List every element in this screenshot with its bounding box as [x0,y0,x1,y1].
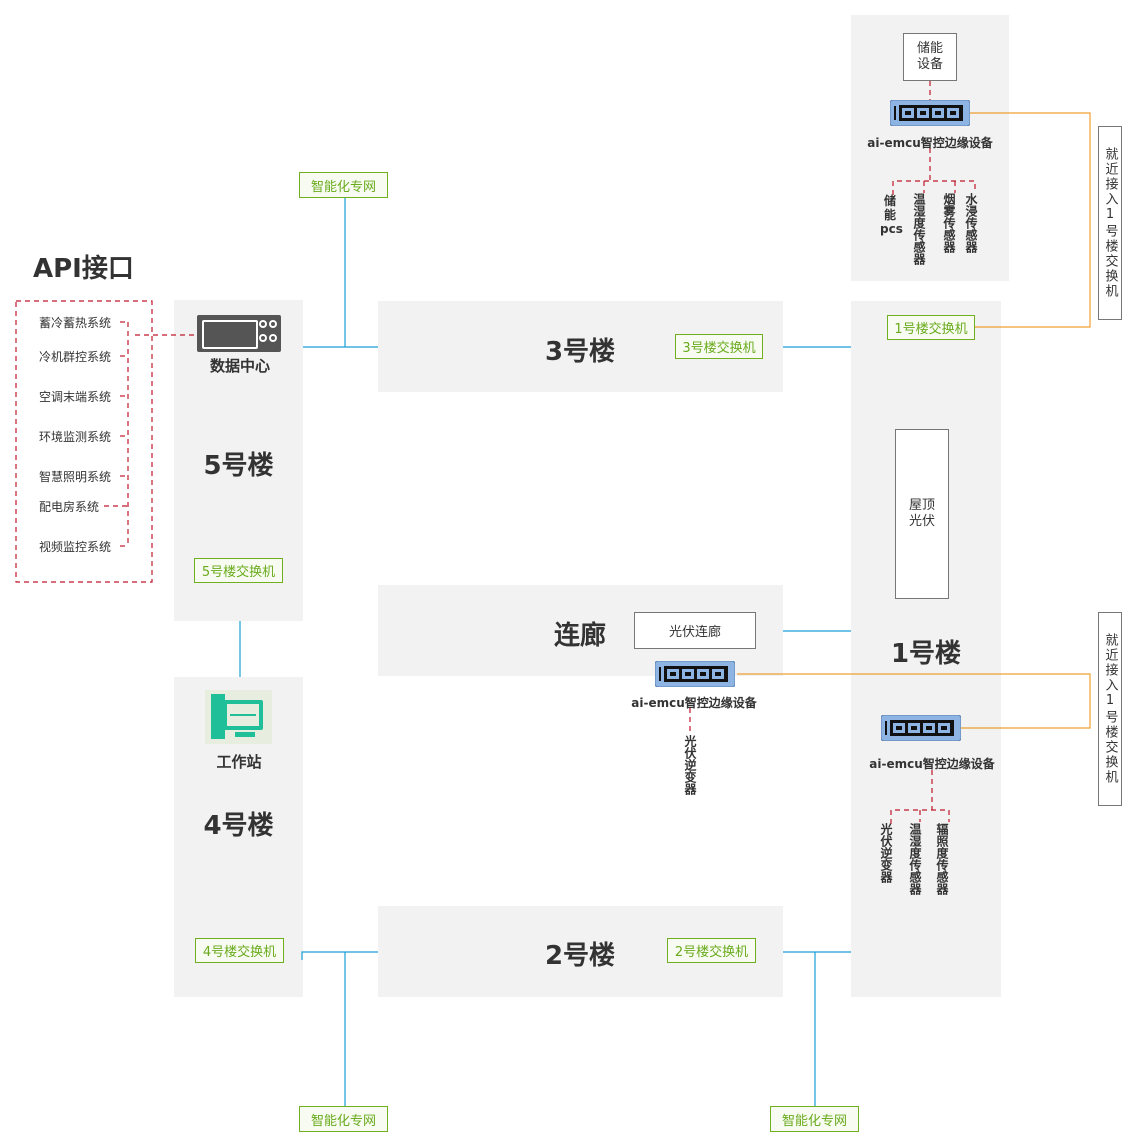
api-item: 配电房系统 [39,500,100,514]
building-4-name: 4号楼 [203,811,274,841]
api-item: 视频监控系统 [39,540,112,554]
side-note-bottom: 就近接入1号楼交换机 [1098,612,1122,806]
switch-1[interactable]: 1号楼交换机 [887,315,975,340]
emcu-device-icon [889,99,971,127]
emcu-label: ai-emcu智控边缘设备 [869,757,995,771]
api-item: 环境监测系统 [39,430,112,444]
rooftop-pv-box: 屋顶光伏 [895,429,949,599]
api-group-border [15,300,153,583]
network-label-bottom-right: 智能化专网 [770,1106,859,1132]
building-5-name: 5号楼 [203,451,274,481]
emcu-device-icon [880,714,962,742]
emcu-label: ai-emcu智控边缘设备 [867,136,993,150]
net-line [301,951,378,960]
building-1 [851,301,1001,997]
data-center-icon [197,315,281,352]
switch-2[interactable]: 2号楼交换机 [667,938,756,963]
sensor-label: 温湿度传感器 [908,823,922,895]
side-note-top: 就近接入1号楼交换机 [1098,126,1122,320]
sensor-label: 温湿度传感器 [912,193,926,265]
network-label-bottom-left: 智能化专网 [299,1106,388,1132]
building-1-name: 1号楼 [890,639,962,669]
storage-device-label: 储能设备 [916,41,943,72]
uplink-line [737,673,1091,729]
switch-5[interactable]: 5号楼交换机 [194,558,283,583]
network-label-top: 智能化专网 [299,172,388,198]
data-center-label: 数据中心 [209,357,270,375]
corridor-name: 连廊 [553,621,606,651]
building-2-name: 2号楼 [544,941,616,971]
emcu-label: ai-emcu智控边缘设备 [631,696,757,710]
sensor-label: 储能pcs [880,194,903,236]
pv-corridor-box: 光伏连廊 [634,612,756,649]
sensor-label: 光伏逆变器 [683,735,697,795]
building-3-name: 3号楼 [544,337,616,367]
api-item: 空调末端系统 [39,390,112,404]
emcu-device-icon [654,660,736,688]
workstation-icon [205,690,272,744]
uplink-line [969,112,1091,328]
storage-device-box: 储能设备 [903,33,957,81]
switch-4[interactable]: 4号楼交换机 [195,938,284,963]
sensor-label: 光伏逆变器 [879,823,893,883]
sensor-label: 水浸传感器 [964,193,978,253]
workstation-label: 工作站 [216,753,262,771]
rooftop-pv-label: 屋顶光伏 [908,498,935,529]
api-item: 冷机群控系统 [39,350,112,364]
switch-3[interactable]: 3号楼交换机 [675,334,763,359]
sensor-label: 辐照度传感器 [935,823,949,895]
api-item: 蓄冷蓄热系统 [39,316,112,330]
api-title: API接口 [33,254,134,284]
sensor-label: 烟雾传感器 [942,193,956,253]
api-item: 智慧照明系统 [39,470,112,484]
